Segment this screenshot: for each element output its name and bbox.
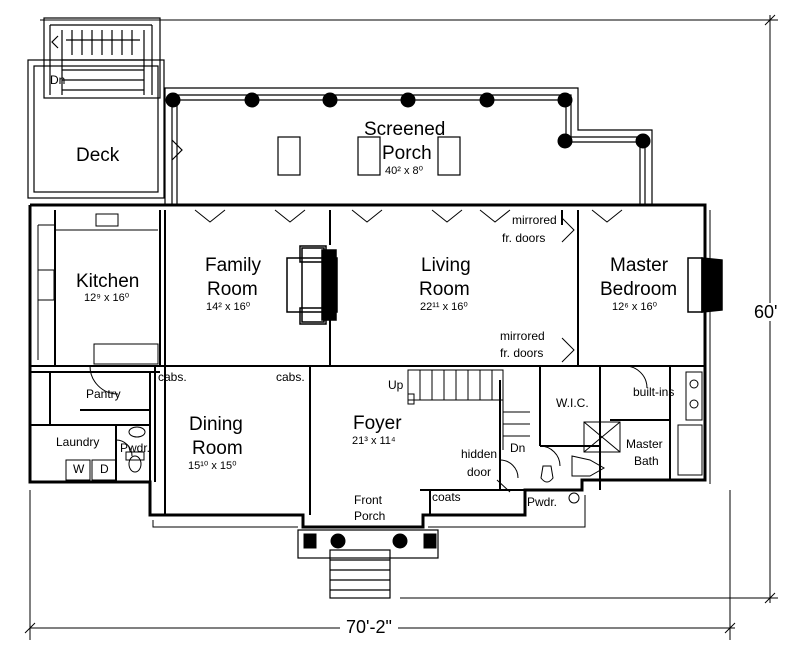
hidden-door-label-line1: hidden bbox=[461, 447, 498, 461]
screened-porch-dim: 40² x 8⁰ bbox=[385, 165, 424, 177]
powder-room-left-label: Pwdr. bbox=[120, 441, 151, 455]
family-room-name-line2: Room bbox=[207, 279, 258, 300]
laundry-label: Laundry bbox=[56, 435, 100, 449]
foundation-line bbox=[152, 210, 711, 528]
kitchen-name: Kitchen bbox=[76, 271, 140, 292]
master-bedroom-dim: 12⁶ x 16⁰ bbox=[612, 301, 658, 313]
coats-closet-label: coats bbox=[432, 490, 461, 504]
mirrored-doors-top-line1: mirrored bbox=[512, 213, 557, 227]
wic-label: W.I.C. bbox=[556, 396, 589, 410]
mirrored-doors-bottom-line1: mirrored bbox=[500, 329, 545, 343]
deck-stair-label: Dn bbox=[50, 73, 66, 87]
built-ins-label: built-ins bbox=[633, 385, 675, 399]
living-room-name-line1: Living bbox=[421, 255, 471, 276]
stair-down-label: Dn bbox=[510, 441, 526, 455]
bath-fixtures bbox=[65, 371, 703, 504]
living-room-dim: 22¹¹ x 16⁰ bbox=[420, 301, 468, 313]
front-porch-columns bbox=[303, 533, 437, 549]
dining-room-dim: 15¹⁰ x 15⁰ bbox=[188, 460, 237, 472]
foyer-name: Foyer bbox=[353, 413, 402, 434]
screened-porch-outline bbox=[164, 87, 653, 205]
master-bedroom-name-line1: Master bbox=[610, 255, 669, 276]
overall-depth-label: 60' bbox=[752, 302, 780, 322]
hidden-door-label-line2: door bbox=[467, 465, 492, 479]
screened-porch-name-line2: Porch bbox=[382, 143, 432, 164]
mirrored-doors-bottom-line2: fr. doors bbox=[500, 346, 544, 360]
front-porch-name-line1: Front bbox=[354, 493, 383, 507]
master-bedroom-name-line2: Bedroom bbox=[600, 279, 678, 300]
dining-room-name-line1: Dining bbox=[189, 414, 243, 435]
front-porch-name-line2: Porch bbox=[354, 509, 386, 523]
stair-up-label: Up bbox=[388, 378, 404, 392]
kitchen-dim: 12⁹ x 16⁰ bbox=[84, 292, 130, 304]
main-stair bbox=[407, 369, 530, 450]
cabinets-left-label: cabs. bbox=[158, 370, 187, 384]
door-swings bbox=[89, 209, 648, 493]
deck-outline bbox=[27, 17, 165, 199]
mirrored-doors-top-line2: fr. doors bbox=[502, 231, 546, 245]
fireplace-center bbox=[286, 245, 338, 325]
screened-porch-name-line1: Screened bbox=[364, 119, 446, 140]
family-room-name-line1: Family bbox=[205, 255, 261, 276]
front-porch-steps bbox=[297, 529, 439, 599]
master-bath-label-line1: Master bbox=[626, 437, 663, 451]
master-bath-label-line2: Bath bbox=[634, 454, 659, 468]
washer-label: W bbox=[73, 462, 85, 476]
dryer-label: D bbox=[100, 462, 109, 476]
interior-walls bbox=[30, 210, 705, 515]
cabinets-right-label: cabs. bbox=[276, 370, 305, 384]
living-room-name-line2: Room bbox=[419, 279, 470, 300]
deck-name: Deck bbox=[76, 145, 120, 166]
overall-width-label: 70'-2" bbox=[340, 618, 398, 636]
porch-columns bbox=[165, 92, 651, 149]
kitchen-counters bbox=[37, 213, 159, 365]
dining-room-name-line2: Room bbox=[192, 438, 243, 459]
powder-room-right-label: Pwdr. bbox=[527, 495, 558, 509]
foyer-dim: 21³ x 11⁴ bbox=[352, 435, 396, 447]
fireplace-master bbox=[687, 257, 723, 313]
pantry-label: Pantry bbox=[86, 387, 121, 401]
exterior-walls bbox=[28, 203, 707, 529]
family-room-dim: 14² x 16⁰ bbox=[206, 301, 251, 313]
